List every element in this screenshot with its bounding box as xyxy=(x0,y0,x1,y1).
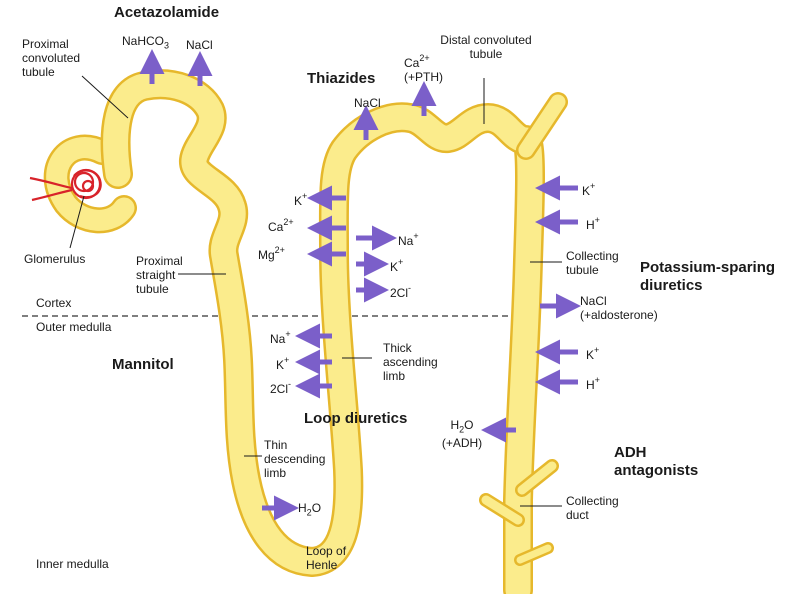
nephron-tubule xyxy=(100,69,568,594)
pst-label: Proximal straight tubule xyxy=(136,254,183,296)
ion-cd-h-mid: H+ xyxy=(586,375,600,392)
ion-cd-h-top: H+ xyxy=(586,215,600,232)
ion-pct-nahco3: NaHCO3 xyxy=(122,34,170,51)
mannitol-label: Mannitol xyxy=(112,356,174,373)
dct-label: Distal convoluted tubule xyxy=(440,33,532,61)
acetazolamide-label: Acetazolamide xyxy=(114,4,220,21)
loop-of-henle-label: Loop of Henle xyxy=(306,544,347,572)
ion-tal-na-out: Na+ xyxy=(398,231,419,248)
ion-med-k: K+ xyxy=(276,355,290,372)
ion-tal-mg-in: Mg2+ xyxy=(258,245,285,262)
ion-med-na: Na+ xyxy=(270,329,291,346)
thin-descending-limb-label: Thin descending limb xyxy=(264,438,326,480)
collecting-tubule-label: Collecting tubule xyxy=(566,249,619,277)
ion-pct-nacl: NaCl xyxy=(186,38,213,52)
adh-antagonists-label: ADH antagonists xyxy=(614,444,699,479)
ion-dct-nacl: NaCl xyxy=(354,96,381,110)
ion-tal-k-out: K+ xyxy=(390,257,404,274)
ion-thin-h2o: H2O xyxy=(298,501,322,518)
ion-cd-k-top: K+ xyxy=(582,181,596,198)
ion-tal-cl-out: 2Cl- xyxy=(390,283,412,300)
thiazides-label: Thiazides xyxy=(307,70,376,87)
ion-med-cl: 2Cl- xyxy=(270,379,292,396)
transport-arrows xyxy=(139,49,581,521)
ion-dct-ca: Ca2+ (+PTH) xyxy=(404,53,443,84)
collecting-duct-label: Collecting duct xyxy=(566,494,619,522)
ion-cd-k-mid: K+ xyxy=(586,345,600,362)
thick-ascending-limb-label: Thick ascending limb xyxy=(383,341,438,383)
leader-lines xyxy=(69,75,562,507)
glomerulus-vessels xyxy=(29,168,102,202)
loop-diuretics-label: Loop diuretics xyxy=(304,410,408,427)
ion-cd-h2o: H2O (+ADH) xyxy=(441,418,483,451)
ion-tal-k-in: K+ xyxy=(294,191,308,208)
pct-label: Proximal convoluted tubule xyxy=(22,37,81,79)
potassium-sparing-label: Potassium-sparing diuretics xyxy=(640,259,776,294)
outer-medulla-label: Outer medulla xyxy=(36,320,112,334)
glomerulus-label: Glomerulus xyxy=(24,252,86,266)
inner-medulla-label: Inner medulla xyxy=(36,557,109,571)
ion-tal-ca-in: Ca2+ xyxy=(268,217,294,234)
cortex-label: Cortex xyxy=(36,296,72,310)
ion-cd-nacl: NaCl (+aldosterone) xyxy=(580,294,658,322)
